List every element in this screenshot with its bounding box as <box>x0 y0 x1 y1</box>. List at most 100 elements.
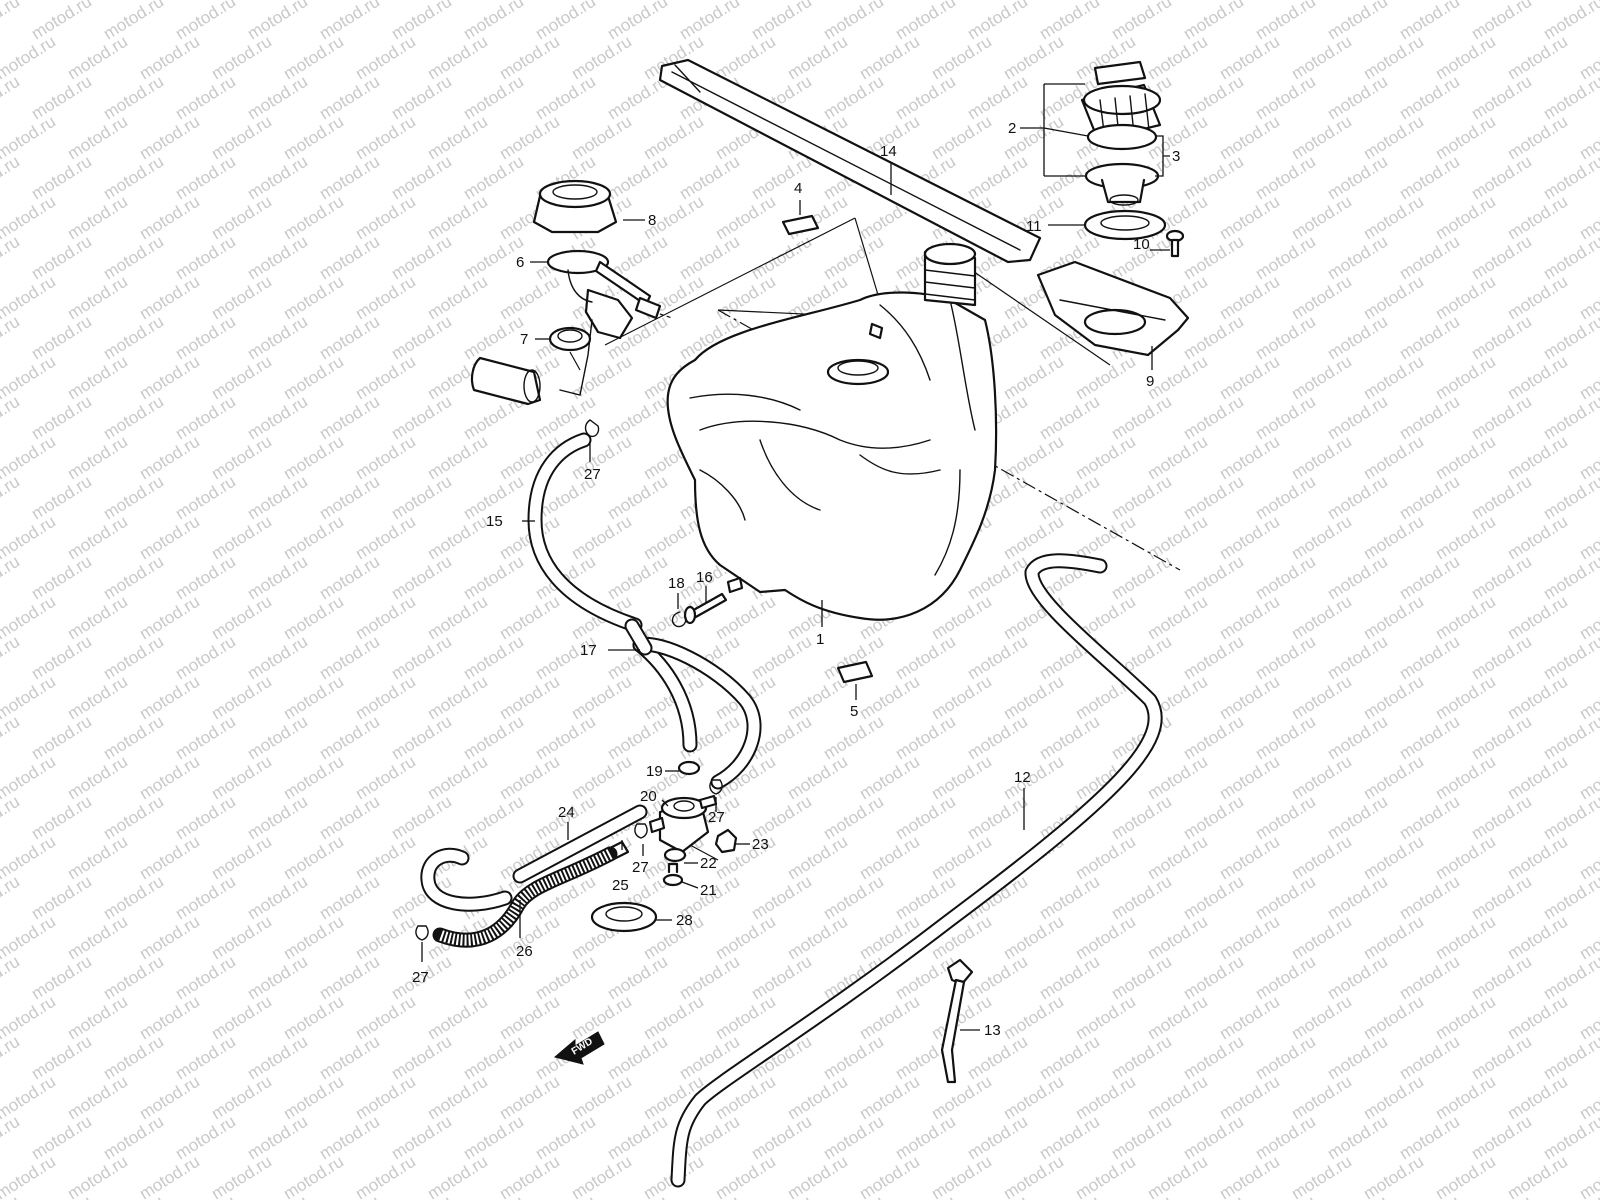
watermark-text: motod.ru <box>352 912 419 964</box>
watermark-text: motod.ru <box>424 992 491 1044</box>
watermark-text: motod.ru <box>568 1072 635 1124</box>
watermark-text: motod.ru <box>856 672 923 724</box>
watermark-text: motod.ru <box>280 432 347 484</box>
watermark-text: motod.ru <box>1540 0 1600 43</box>
watermark-text: motod.ru <box>784 1152 851 1200</box>
watermark-text: motod.ru <box>928 1072 995 1124</box>
watermark-text: motod.ru <box>568 672 635 724</box>
watermark-text: motod.ru <box>1324 0 1391 43</box>
callout-14: 14 <box>880 143 897 160</box>
watermark-text: motod.ru <box>280 992 347 1044</box>
watermark-text: motod.ru <box>424 1152 491 1200</box>
watermark-text: motod.ru <box>1108 392 1175 444</box>
watermark-text: motod.ru <box>244 392 311 444</box>
watermark-text: motod.ru <box>28 392 95 444</box>
watermark-text: motod.ru <box>928 672 995 724</box>
watermark-text: motod.ru <box>1180 232 1247 284</box>
watermark-text: motod.ru <box>1504 272 1571 324</box>
watermark-text: motod.ru <box>1432 512 1499 564</box>
watermark-text: motod.ru <box>1432 432 1499 484</box>
watermark-text: motod.ru <box>460 0 527 43</box>
watermark-text: motod.ru <box>1432 272 1499 324</box>
watermark-text: motod.ru <box>1468 392 1535 444</box>
watermark-text: motod.ru <box>1324 1032 1391 1084</box>
watermark-text: motod.ru <box>244 1032 311 1084</box>
watermark-text: motod.ru <box>1540 152 1600 204</box>
watermark-text: motod.ru <box>1180 632 1247 684</box>
watermark-text: motod.ru <box>388 552 455 604</box>
watermark-text: motod.ru <box>136 352 203 404</box>
watermark-text: motod.ru <box>1324 472 1391 524</box>
clip-18 <box>671 611 687 628</box>
watermark-text: motod.ru <box>280 32 347 84</box>
watermark-text: motod.ru <box>280 512 347 564</box>
pad-upper <box>781 214 820 236</box>
watermark-text: motod.ru <box>1036 0 1103 43</box>
watermark-text: motod.ru <box>1252 952 1319 1004</box>
watermark-text: motod.ru <box>496 112 563 164</box>
watermark-text: motod.ru <box>1324 792 1391 844</box>
watermark-text: motod.ru <box>820 792 887 844</box>
watermark-text: motod.ru <box>208 512 275 564</box>
watermark-text: motod.ru <box>244 792 311 844</box>
watermark-text: motod.ru <box>0 632 23 684</box>
watermark-text: motod.ru <box>1000 352 1067 404</box>
watermark-text: motod.ru <box>0 1192 23 1200</box>
watermark-text: motod.ru <box>928 32 995 84</box>
watermark-text: motod.ru <box>1144 32 1211 84</box>
watermark-text: motod.ru <box>1396 392 1463 444</box>
watermark-text: motod.ru <box>316 552 383 604</box>
watermark-text: motod.ru <box>712 992 779 1044</box>
watermark-text: motod.ru <box>316 72 383 124</box>
watermark-text: motod.ru <box>208 272 275 324</box>
watermark-text: motod.ru <box>28 792 95 844</box>
watermark-text: motod.ru <box>208 1072 275 1124</box>
watermark-text: motod.ru <box>460 712 527 764</box>
watermark-text: motod.ru <box>640 112 707 164</box>
hose-clip-mid <box>709 779 723 795</box>
mounting-bolt <box>683 576 744 625</box>
watermark-text: motod.ru <box>460 1112 527 1164</box>
watermark-text: motod.ru <box>1396 0 1463 43</box>
watermark-text: motod.ru <box>1360 832 1427 884</box>
watermark-text: motod.ru <box>1288 272 1355 324</box>
watermark-text: motod.ru <box>1360 192 1427 244</box>
watermark-text: motod.ru <box>712 272 779 324</box>
hose-clip-low <box>634 823 648 839</box>
watermark-text: motod.ru <box>352 272 419 324</box>
pump-gasket <box>548 326 592 352</box>
breather-hose <box>527 432 643 633</box>
cap-gasket <box>1086 123 1158 151</box>
watermark-text: motod.ru <box>748 232 815 284</box>
watermark-text: motod.ru <box>352 512 419 564</box>
watermark-text: motod.ru <box>712 912 779 964</box>
watermark-text: motod.ru <box>1396 712 1463 764</box>
watermark-text: motod.ru <box>1036 952 1103 1004</box>
fuel-hose-loop <box>420 847 513 912</box>
watermark-text: motod.ru <box>892 72 959 124</box>
watermark-text: motod.ru <box>1432 352 1499 404</box>
watermark-text: motod.ru <box>1504 752 1571 804</box>
callout-7: 7 <box>520 331 528 348</box>
watermark-text: motod.ru <box>244 472 311 524</box>
watermark-text: motod.ru <box>0 1112 23 1164</box>
watermark-text: motod.ru <box>712 192 779 244</box>
watermark-text: motod.ru <box>1036 1192 1103 1200</box>
watermark-text: motod.ru <box>1144 912 1211 964</box>
watermark-text: motod.ru <box>1504 192 1571 244</box>
watermark-text: motod.ru <box>964 1192 1031 1200</box>
watermark-text: motod.ru <box>1540 792 1600 844</box>
watermark-text: motod.ru <box>460 152 527 204</box>
watermark-text: motod.ru <box>0 0 23 43</box>
watermark-text: motod.ru <box>100 472 167 524</box>
watermark-text: motod.ru <box>460 312 527 364</box>
watermark-text: motod.ru <box>136 1072 203 1124</box>
watermark-text: motod.ru <box>784 752 851 804</box>
watermark-text: motod.ru <box>1180 472 1247 524</box>
watermark-text: motod.ru <box>496 752 563 804</box>
watermark-text: motod.ru <box>568 752 635 804</box>
watermark-text: motod.ru <box>1576 0 1600 3</box>
watermark-text: motod.ru <box>784 192 851 244</box>
watermark-text: motod.ru <box>64 912 131 964</box>
watermark-text: motod.ru <box>964 712 1031 764</box>
